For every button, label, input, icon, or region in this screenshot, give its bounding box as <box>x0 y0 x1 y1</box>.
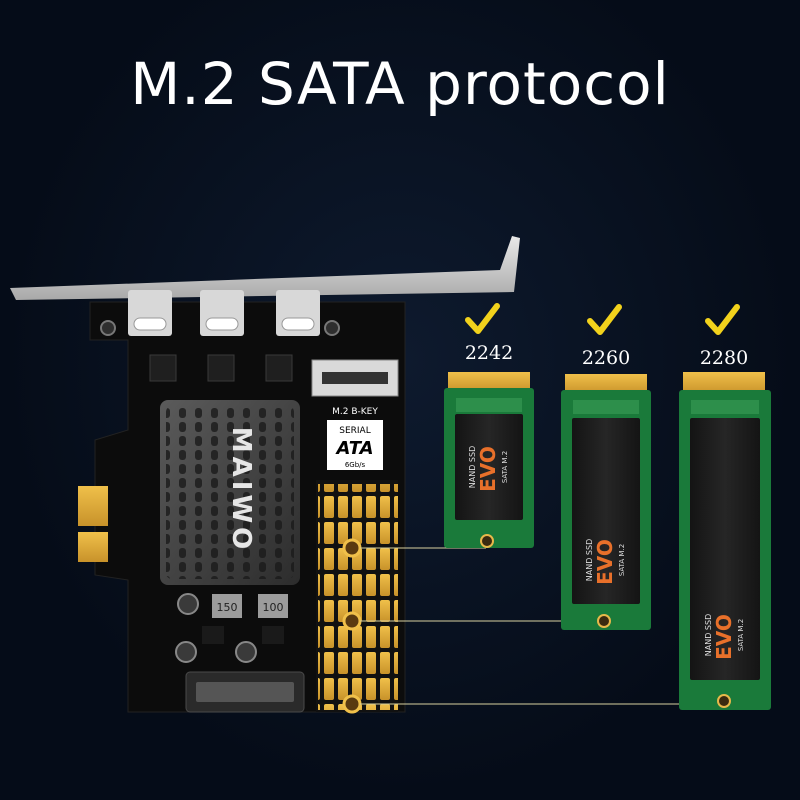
svg-text:6Gb/s: 6Gb/s <box>345 461 366 469</box>
svg-text:SATA M.2: SATA M.2 <box>618 544 626 576</box>
checkmark-icon <box>465 303 500 334</box>
ssd-size-label: 2260 <box>582 347 630 369</box>
capacitor <box>175 641 197 663</box>
svg-text:NAND SSD: NAND SSD <box>704 614 713 656</box>
svg-text:SATA M.2: SATA M.2 <box>501 451 509 483</box>
svg-text:100: 100 <box>263 601 284 614</box>
ssd-size-label: 2242 <box>465 342 513 364</box>
ssd-size-label: 2280 <box>700 347 748 369</box>
svg-text:EVO: EVO <box>593 539 617 585</box>
standoff-2280 <box>342 694 362 714</box>
metal-bracket <box>10 236 520 300</box>
brand-label: MAIWO <box>226 427 256 553</box>
ssd-2260: 2260 NAND SSD EVO SATA M.2 <box>561 304 651 630</box>
svg-text:SATA M.2: SATA M.2 <box>737 619 745 651</box>
svg-text:NAND SSD: NAND SSD <box>585 539 594 581</box>
standoff-2242 <box>342 538 362 558</box>
standoff-2260 <box>342 611 362 631</box>
pcie-card: MAIWO 150 100 M.2 B-KEY SERIAL ATA 6Gb/s <box>10 236 520 714</box>
inductor <box>258 594 288 618</box>
checkmark-icon <box>705 304 740 335</box>
inductor <box>212 594 242 618</box>
page-title: M.2 SATA protocol <box>130 50 670 118</box>
sata-logo <box>327 420 383 470</box>
ssd-2280: 2280 NAND SSD EVO SATA M.2 <box>679 304 771 710</box>
pcie-connector <box>78 486 108 526</box>
checkmark-icon <box>587 304 622 335</box>
m2-key-label: M.2 B-KEY <box>332 407 378 417</box>
capacitor <box>235 641 257 663</box>
usb-c-ports <box>128 290 320 336</box>
capacitor <box>177 593 199 615</box>
svg-text:EVO: EVO <box>712 614 736 660</box>
ssd-2242: 2242 NAND SSD EVO SATA M.2 <box>444 303 534 548</box>
svg-text:EVO: EVO <box>476 446 500 492</box>
svg-text:SERIAL: SERIAL <box>339 426 370 436</box>
svg-text:NAND SSD: NAND SSD <box>468 446 477 488</box>
svg-text:150: 150 <box>217 601 238 614</box>
svg-text:ATA: ATA <box>334 438 373 459</box>
